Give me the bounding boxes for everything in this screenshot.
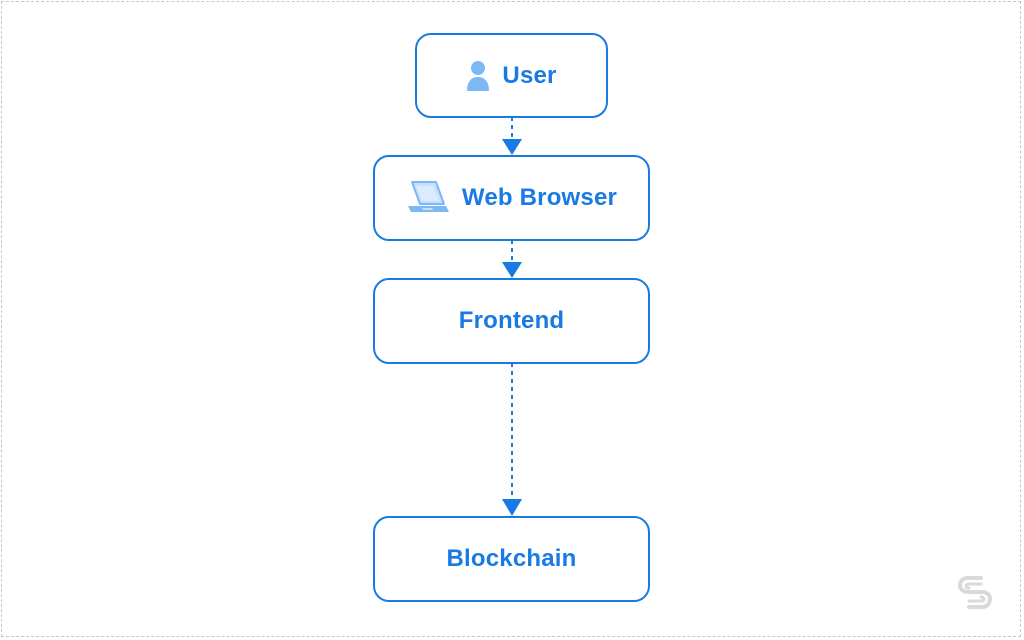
node-frontend[interactable]: Frontend: [373, 278, 650, 364]
node-label: Web Browser: [461, 184, 618, 211]
node-web-browser[interactable]: Web Browser: [373, 155, 650, 241]
node-blockchain[interactable]: Blockchain: [373, 516, 650, 602]
node-user[interactable]: User: [415, 33, 608, 118]
brand-logo-icon: [958, 576, 992, 609]
node-label: User: [502, 61, 557, 89]
node-label: Blockchain: [446, 545, 577, 572]
laptop-icon: [406, 178, 450, 218]
node-label: Frontend: [458, 307, 565, 334]
user-icon: [466, 60, 490, 92]
